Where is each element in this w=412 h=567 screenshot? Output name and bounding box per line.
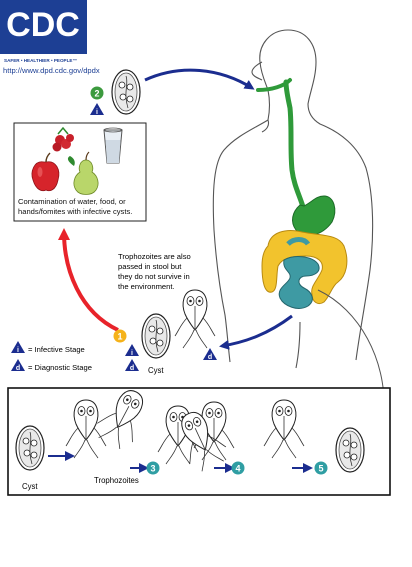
legend-diagnostic-icon: d [11,359,25,372]
svg-text:passed in stool but: passed in stool but [118,262,182,271]
infective-stage-icon-lower: i [125,344,139,357]
legend-infective-icon: i [11,341,25,354]
water-glass-icon [103,127,123,164]
svg-text:1: 1 [117,332,122,342]
human-body-outline [212,29,374,369]
cdc-logo-text: CDC [6,6,80,44]
trophozoite-note: Trophozoites are also passed in stool bu… [118,252,191,291]
contamination-text-line2: hands/fomites with infective cysts. [18,207,132,216]
legend: i = Infective Stage d = Diagnostic Stage [11,341,92,372]
encysted-stage [335,427,365,473]
ingestion-arrow [144,68,255,90]
step-1-marker: 1 [113,329,127,343]
step-4-marker: 4 [231,461,245,475]
svg-text:d: d [208,354,212,361]
legend-diagnostic-label: = Diagnostic Stage [28,363,92,372]
cyst-label-lower: Cyst [22,482,38,491]
small-intestine [278,256,320,309]
development-stages-box: Cyst Trophozoites 3 4 [7,382,391,496]
cdc-tagline: SAFER • HEALTHIER • PEOPLE™ [4,58,77,63]
stomach [292,195,336,237]
step-3-marker: 3 [146,461,160,475]
diagnostic-trophozoite [174,289,216,349]
infective-stage-icon-upper: i [90,103,104,116]
excretion-arrow [219,314,293,350]
source-url-link[interactable]: http://www.dpd.cdc.gov/dpdx [3,66,100,75]
svg-text:i: i [131,350,133,357]
trophozoites-label: Trophozoites [94,476,139,485]
stage-cyst [15,425,45,471]
svg-text:d: d [130,365,134,372]
svg-text:i: i [96,109,98,116]
environment-arrow [58,228,119,332]
contamination-text-line1: Contamination of water, food, or [18,197,126,206]
contamination-box: Contamination of water, food, or hands/f… [13,122,147,222]
svg-text:the environment.: the environment. [118,282,175,291]
pear-icon [67,151,99,195]
svg-text:they do not survive in: they do not survive in [118,272,190,281]
diagnostic-stage-icon-trophozoite: d [203,348,217,361]
digestive-tract [256,78,348,309]
svg-text:3: 3 [150,464,155,474]
diagnostic-stage-icon-cyst: d [125,359,139,372]
legend-infective-label: = Infective Stage [28,345,85,354]
svg-text:i: i [17,347,19,354]
svg-text:d: d [16,365,20,372]
svg-text:2: 2 [94,89,99,99]
diagnostic-cyst [141,313,171,359]
apple-icon [31,152,60,192]
cdc-logo: CDC SAFER • HEALTHIER • PEOPLE™ [0,0,87,63]
cdc-logo-background [0,0,87,54]
infective-cyst-upper [111,69,141,115]
raspberries-icon [52,126,74,152]
step-2-marker: 2 [90,86,104,100]
svg-text:5: 5 [318,464,323,474]
large-intestine [261,230,348,305]
svg-text:Trophozoites are also: Trophozoites are also [118,252,191,261]
cyst-label-upper: Cyst [148,366,164,375]
step-5-marker: 5 [314,461,328,475]
svg-text:4: 4 [235,464,240,474]
